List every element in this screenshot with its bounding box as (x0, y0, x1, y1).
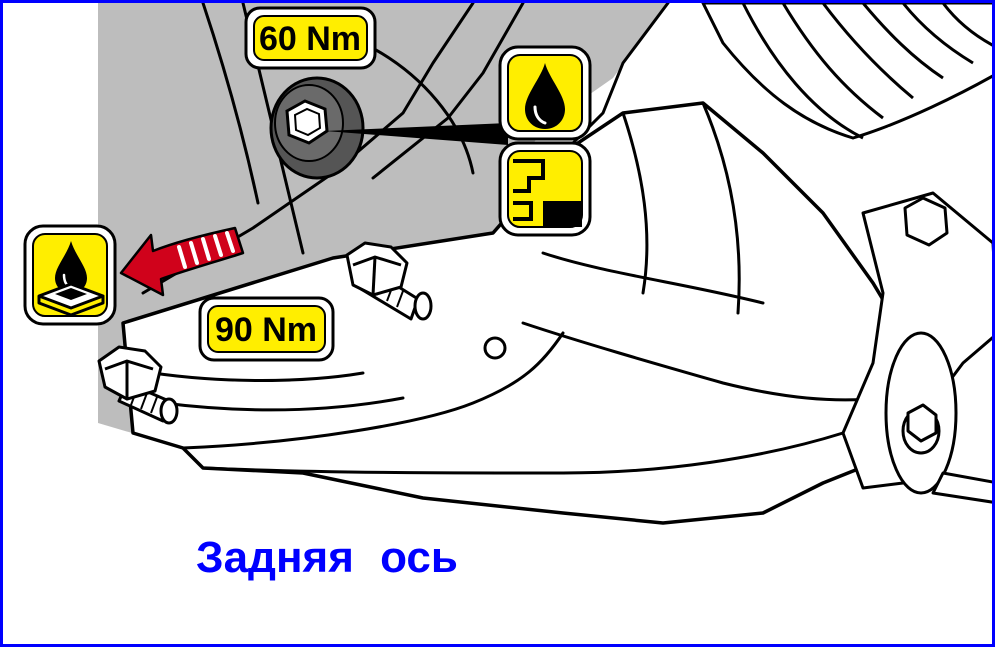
mount-bolt-lower (97, 345, 179, 425)
drive-shaft (701, 3, 992, 140)
torque-label-90: 90 Nm (198, 296, 335, 362)
mount-bolt-upper (345, 241, 433, 321)
torque-value-60: 60 Nm (259, 20, 361, 58)
right-mount (841, 191, 992, 504)
axle-illustration: 60 Nm (23, 3, 992, 525)
drain-plug (269, 76, 365, 180)
casting-hole (483, 336, 507, 360)
diagram-caption: Задняя ось (196, 533, 458, 582)
oil-level-icon (498, 141, 592, 237)
leader-line (325, 123, 508, 145)
casting-contours (151, 101, 885, 475)
sealant-drop-icon (23, 224, 117, 326)
red-arrow-icon (119, 226, 245, 297)
torque-label-60: 60 Nm (244, 6, 377, 70)
torque-value-90: 90 Nm (215, 311, 317, 349)
oil-drop-icon (498, 45, 592, 141)
